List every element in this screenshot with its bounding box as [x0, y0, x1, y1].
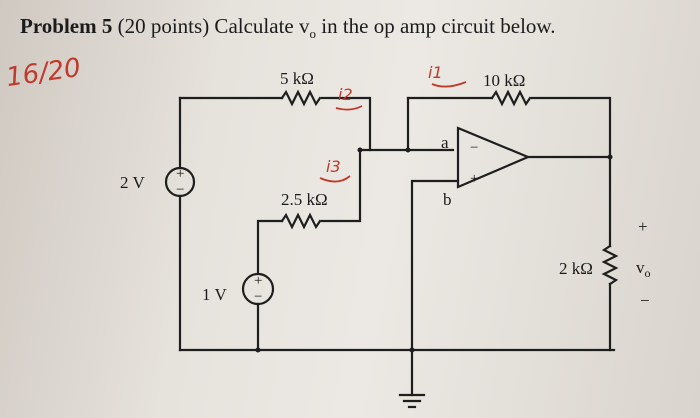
label-5k: 5 kΩ	[280, 69, 314, 88]
handwritten-i3: i3	[326, 157, 341, 176]
problem-subscript: o	[309, 26, 316, 42]
source-2v-plus: +	[176, 166, 184, 182]
vo-minus: −	[640, 291, 650, 310]
handwritten-arrow-i2	[335, 105, 363, 111]
source-1v-minus: −	[254, 289, 262, 305]
label-1v: 1 V	[202, 285, 227, 304]
junction-dot-out	[607, 154, 613, 160]
junction-dot-a	[357, 147, 363, 153]
label-2k: 2 kΩ	[559, 259, 593, 278]
label-node-a: a	[441, 133, 449, 152]
vo-plus: +	[638, 217, 648, 236]
handwritten-arrow-i1	[431, 81, 467, 88]
voltage-source-1v	[241, 272, 275, 306]
op-amp	[456, 126, 531, 189]
wire-5k-right	[320, 96, 372, 152]
junction-dot-ground	[409, 347, 415, 353]
problem-text: (20 points) Calculate v	[112, 14, 310, 38]
label-node-b: b	[443, 190, 452, 209]
opamp-minus: −	[470, 140, 478, 156]
opamp-plus: +	[470, 171, 478, 187]
problem-number: Problem 5	[20, 14, 113, 38]
label-2v: 2 V	[120, 173, 145, 192]
source-2v-minus: −	[176, 182, 184, 198]
problem-text-tail: in the op amp circuit below.	[315, 14, 556, 38]
voltage-source-2v	[164, 166, 196, 198]
handwritten-arrow-i3	[319, 175, 351, 183]
handwritten-i2: i2	[338, 85, 353, 104]
label-10k: 10 kΩ	[483, 71, 525, 90]
vo-v: v	[636, 258, 645, 277]
source-1v-plus: +	[254, 273, 262, 289]
resistor-2-5k	[280, 212, 322, 230]
wire-feedback-right	[530, 96, 612, 159]
handwritten-i1: i1	[428, 63, 443, 82]
junction-dot-1v	[255, 347, 261, 353]
problem-statement: Problem 5 (20 points) Calculate vo in th…	[20, 14, 555, 42]
junction-dot-feedback	[405, 147, 411, 153]
resistor-2k	[601, 244, 619, 286]
resistor-10k	[490, 89, 532, 107]
wire-2-5k-left	[256, 219, 284, 274]
label-2-5k: 2.5 kΩ	[281, 190, 328, 209]
vo-label: vo	[636, 258, 651, 280]
vo-sub: o	[645, 266, 651, 280]
resistor-5k	[280, 89, 322, 107]
wire-node-b	[410, 179, 460, 397]
wire-to-2-5k	[320, 148, 362, 223]
